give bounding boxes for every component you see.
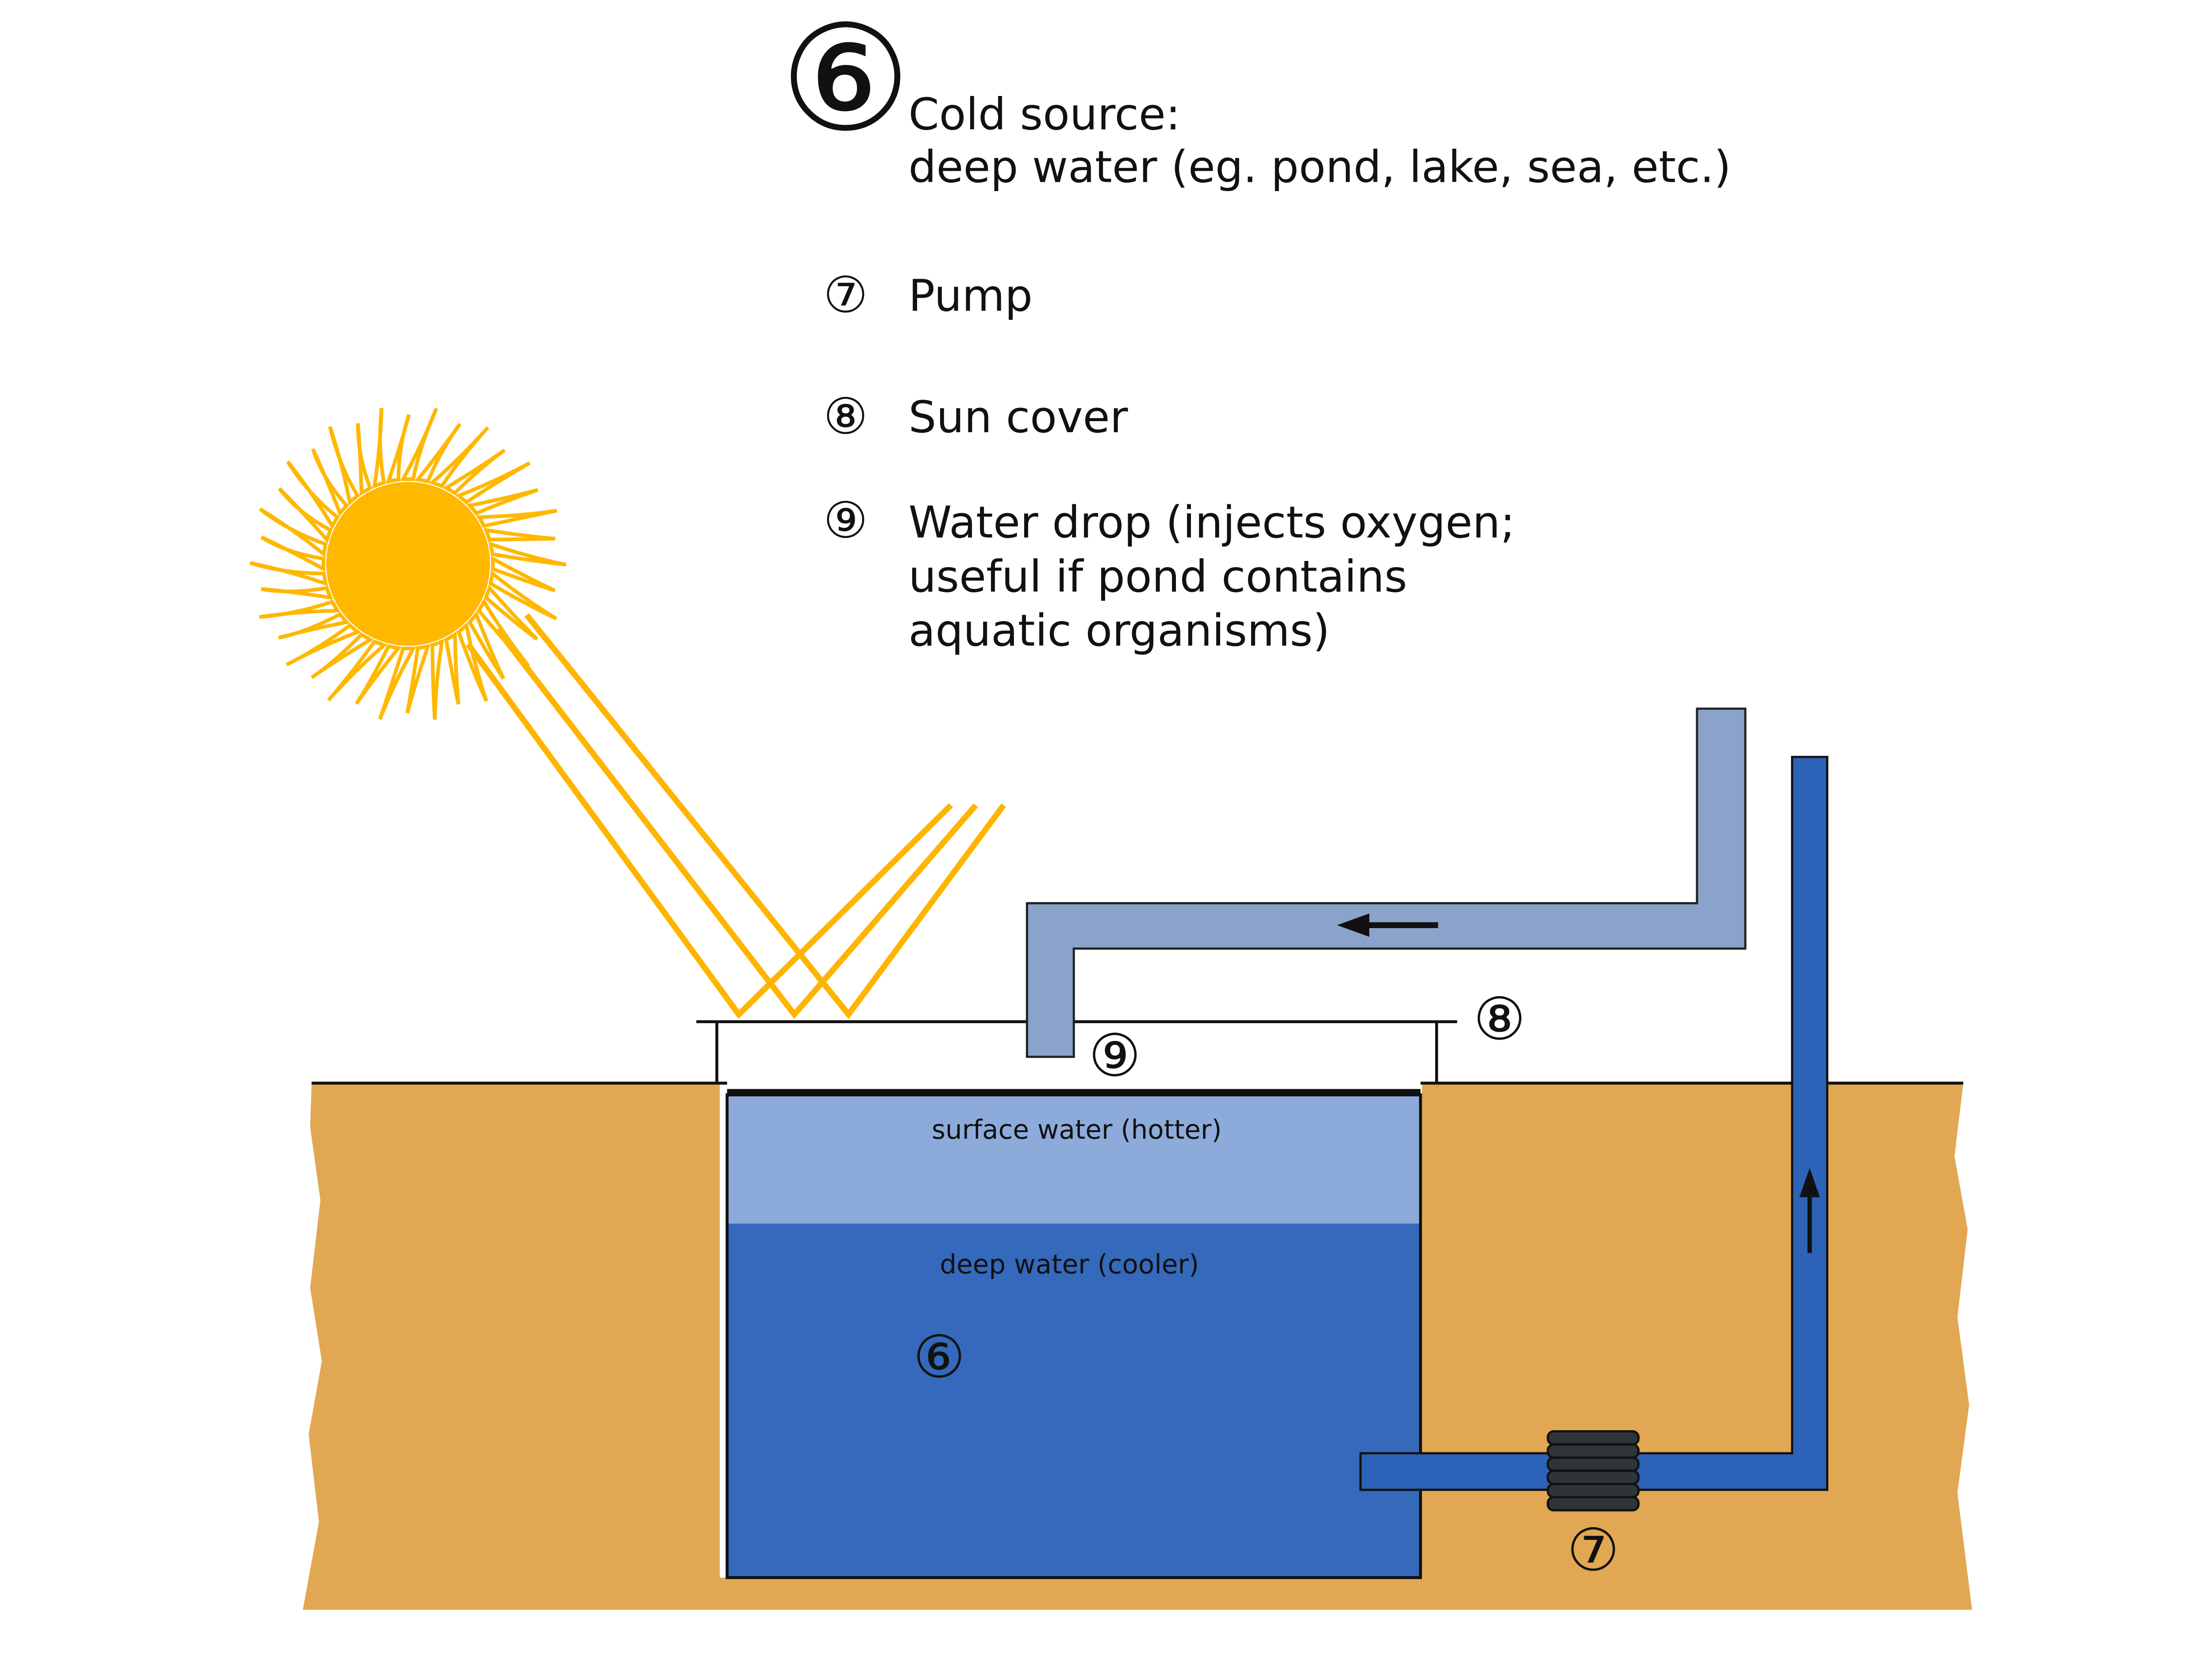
sun-flame bbox=[430, 639, 445, 720]
sun-flame bbox=[250, 561, 328, 587]
sun-flame bbox=[457, 622, 488, 702]
legend-number-9: ⑨ bbox=[823, 491, 868, 549]
sun-flame bbox=[455, 461, 531, 505]
sun-core bbox=[326, 482, 490, 646]
sun-flame bbox=[488, 570, 557, 621]
sun-flame bbox=[311, 448, 349, 517]
legend-number-6: ⑥ bbox=[780, 0, 911, 164]
water-drop-marker: ⑨ bbox=[1089, 1022, 1141, 1090]
sun-flame bbox=[372, 408, 386, 489]
sun-flame bbox=[488, 541, 567, 567]
sun-flame bbox=[378, 646, 417, 720]
sun-flame bbox=[259, 507, 328, 558]
sun-flame bbox=[259, 599, 341, 619]
pond-surface-water bbox=[727, 1094, 1421, 1224]
deep-water-label: deep water (cooler) bbox=[940, 1249, 1199, 1280]
sun-flame bbox=[278, 487, 333, 543]
pump-coil bbox=[1547, 1430, 1640, 1446]
sun-flame bbox=[414, 422, 462, 484]
legend-text-7: Pump bbox=[909, 270, 1033, 321]
sun-cover-film bbox=[727, 1089, 1421, 1097]
legend-number-8: ⑧ bbox=[823, 388, 868, 445]
sun-ray-2 bbox=[495, 628, 978, 1019]
flow-arrow-up-icon bbox=[1799, 1168, 1820, 1253]
legend-text-6-line1: Cold source: bbox=[909, 89, 1181, 140]
sun-flame bbox=[356, 423, 373, 496]
pump-coil bbox=[1547, 1443, 1640, 1459]
sun-flame bbox=[484, 584, 538, 641]
sun-flame bbox=[442, 448, 506, 495]
pump-coil bbox=[1547, 1496, 1640, 1512]
sun-flame bbox=[491, 556, 556, 592]
pond: surface water (hotter) deep water (coole… bbox=[726, 1093, 1422, 1579]
return-pipe bbox=[1025, 707, 1747, 1058]
sun-flame bbox=[405, 644, 431, 714]
sun-flame bbox=[467, 610, 505, 680]
sun-flame bbox=[355, 644, 402, 705]
sun-flame bbox=[476, 509, 557, 528]
sun-flame bbox=[327, 639, 388, 702]
sun-flame bbox=[260, 535, 326, 572]
pump-marker: ⑦ bbox=[1567, 1516, 1620, 1585]
legend-text-9-line3: aquatic organisms) bbox=[909, 606, 1330, 656]
sun-flame bbox=[476, 598, 530, 668]
legend-text-6-line2: deep water (eg. pond, lake, sea, etc.) bbox=[909, 142, 1731, 192]
sun-rays bbox=[465, 613, 1006, 1019]
pump-pipe bbox=[1359, 756, 1828, 1491]
pond-deep-water bbox=[727, 1222, 1421, 1578]
pump-coil bbox=[1547, 1470, 1640, 1486]
legend-text-9-line2: useful if pond contains bbox=[909, 551, 1407, 602]
sun-flame bbox=[285, 623, 361, 667]
sun-flame bbox=[385, 414, 411, 484]
sun-cover: ⑧ bbox=[696, 985, 1526, 1097]
legend-text-8: Sun cover bbox=[909, 392, 1128, 443]
sun-flame bbox=[400, 407, 438, 481]
cold-source-marker: ⑥ bbox=[913, 1323, 966, 1391]
legend-number-7: ⑦ bbox=[823, 266, 868, 324]
sun-flame bbox=[278, 612, 350, 640]
pump-coil bbox=[1547, 1483, 1640, 1498]
sun-flame bbox=[261, 586, 333, 600]
sun-ray-1 bbox=[465, 642, 953, 1019]
sun-ray-3 bbox=[524, 613, 1006, 1019]
sun-icon bbox=[250, 407, 567, 720]
sun-flame bbox=[286, 460, 340, 530]
pump-coil bbox=[1547, 1456, 1640, 1472]
legend-text-9-line1: Water drop (injects oxygen; bbox=[909, 497, 1515, 548]
sun-flame bbox=[311, 632, 374, 679]
pump bbox=[1547, 1430, 1640, 1512]
surface-water-label: surface water (hotter) bbox=[932, 1115, 1222, 1145]
sun-flame bbox=[466, 488, 538, 516]
legend: ⑥ Cold source: deep water (eg. pond, lak… bbox=[780, 0, 1731, 656]
sun-flame bbox=[483, 528, 556, 542]
sun-cover-marker: ⑧ bbox=[1473, 985, 1526, 1053]
sun-flame bbox=[328, 426, 360, 506]
flow-arrow-left-icon bbox=[1337, 913, 1438, 937]
sun-flame bbox=[444, 631, 461, 705]
